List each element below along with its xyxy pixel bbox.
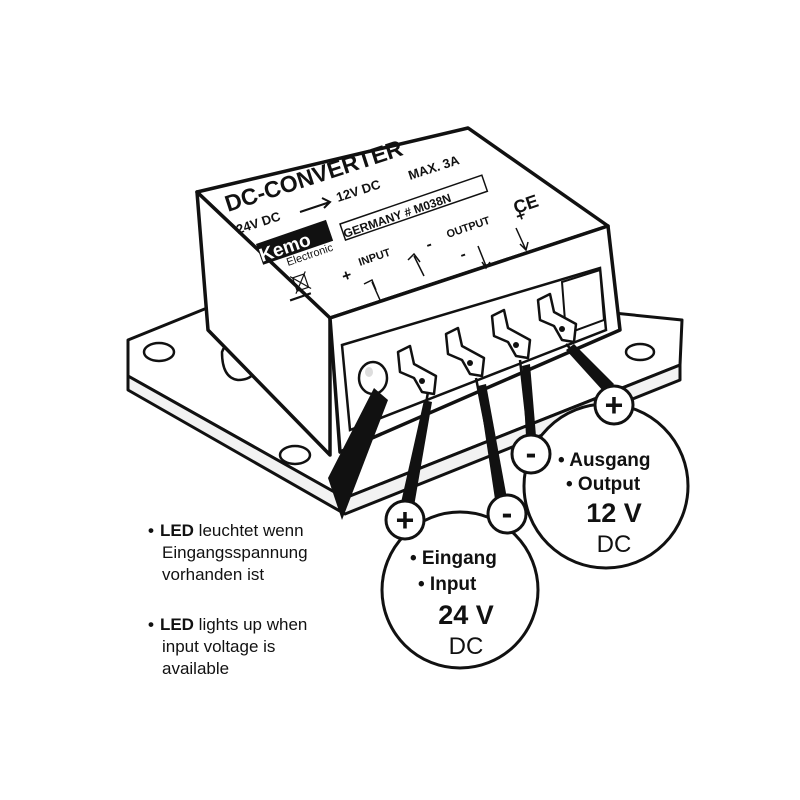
output-voltage: 12 V	[586, 498, 642, 528]
weee-bin-icon	[289, 271, 312, 294]
led-note-english-line1: • LED lights up when	[148, 614, 378, 636]
output-plus-arrow	[515, 227, 529, 252]
output-line-ausgang: • Ausgang	[558, 450, 651, 471]
terminal-input-minus	[444, 326, 486, 378]
brand-logo-box	[256, 219, 334, 265]
led-note-german: • LED leuchtet wenn Eingangsspannung vorh…	[148, 520, 378, 586]
led-keyword: LED	[159, 615, 194, 634]
output-minus-mark: -	[458, 246, 469, 264]
input-line-eingang: • Eingang	[410, 548, 497, 569]
input-plus-arrow	[363, 278, 381, 301]
output-plus-symbol: +	[605, 387, 624, 423]
input-minus-symbol: -	[502, 495, 513, 531]
input-callout-circle	[380, 510, 540, 670]
leader-output-minus	[522, 364, 536, 436]
bullet: •	[148, 615, 154, 634]
leader-input-plus	[398, 400, 432, 518]
input-voltage: 24 V	[438, 600, 494, 630]
terminal-input-plus	[396, 344, 438, 396]
input-minus-arrow	[407, 252, 425, 277]
output-line-output: • Output	[566, 474, 641, 495]
housing-left-side	[195, 190, 332, 457]
led-note-german-line2: Eingangsspannung	[162, 543, 308, 562]
led-keyword: LED	[159, 521, 194, 540]
input-plus-symbol: +	[396, 502, 415, 538]
terminal-output-plus	[536, 292, 578, 344]
leader-input-minus	[478, 384, 508, 506]
input-plus-badge	[384, 499, 426, 541]
input-line-input: • Input	[418, 574, 477, 595]
bullet: •	[148, 521, 154, 540]
led-highlight	[365, 367, 373, 377]
arrow-icon	[299, 197, 332, 213]
led-note-german-line1: • LED leuchtet wenn	[148, 520, 378, 542]
housing	[195, 126, 622, 457]
output-plus-badge	[593, 384, 635, 426]
input-unit: DC	[449, 633, 484, 660]
leader-output-plus	[566, 344, 614, 392]
mount-hole-right	[624, 342, 656, 362]
led-note-english: • LED lights up when input voltage is ava…	[148, 614, 378, 680]
input-minus-mark: -	[424, 236, 435, 254]
output-minus-arrow	[477, 245, 491, 270]
led-note-english-line2: input voltage is	[162, 637, 276, 656]
terminal-output-minus	[490, 308, 532, 360]
input-minus-badge	[486, 493, 528, 535]
led-note-german-line3: vorhanden ist	[162, 565, 265, 584]
led-note-english-text: lights up when	[193, 615, 308, 634]
led-indicator	[357, 360, 389, 396]
output-callout: + - • Ausgang • Output 12 V DC	[510, 384, 690, 570]
mount-hole-front	[278, 444, 312, 466]
led-note-english-line3: available	[162, 659, 230, 678]
led-note-german-text: leuchtet wenn	[193, 521, 304, 540]
input-callout: + - • Eingang • Input 24 V DC	[380, 493, 540, 670]
mount-hole-left	[142, 341, 176, 363]
output-minus-symbol: -	[526, 435, 537, 471]
output-unit: DC	[597, 531, 632, 558]
output-minus-badge	[510, 433, 552, 475]
origin-box	[339, 174, 489, 242]
led-pointer	[328, 388, 388, 520]
